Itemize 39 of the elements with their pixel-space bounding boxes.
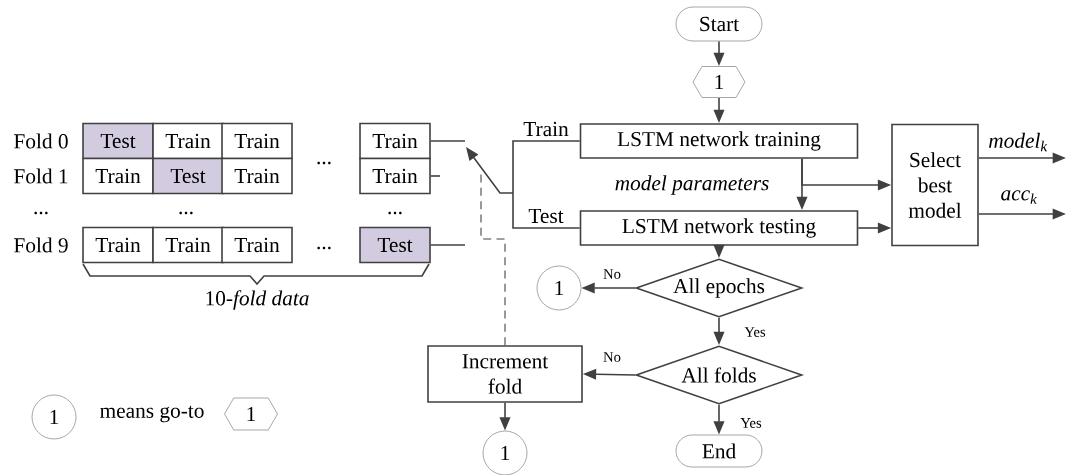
row-label: Fold 1 [14, 168, 68, 184]
edge-label: acc$_{k}$ [999, 188, 1039, 206]
ellipsis: ... [34, 211, 48, 215]
row-label: Fold 9 [14, 237, 68, 253]
connector-hexagon: 1 [692, 66, 746, 98]
edge-label: No [601, 267, 623, 281]
ellipsis: ... [317, 246, 331, 250]
table-cell: Test [359, 226, 431, 264]
table-cell: Test [152, 157, 224, 195]
row-label: Fold 0 [14, 133, 68, 149]
edge-label: Yes [743, 325, 767, 339]
edge-label: No [601, 350, 623, 364]
legend-note: means go-to [100, 405, 204, 423]
table-cell: Train [152, 226, 224, 264]
process-box: LSTM network testing [579, 210, 859, 246]
ellipsis: ... [317, 161, 331, 165]
process-box: Increment fold [427, 345, 583, 403]
terminal-box: Start [675, 6, 763, 42]
table-cell: Train [221, 157, 293, 195]
table-cell: Train [221, 122, 293, 160]
table-cell: Train [359, 122, 431, 160]
process-box: Select best model [891, 123, 979, 247]
table-cell: Train [82, 226, 154, 264]
process-box: LSTM network training [579, 123, 859, 159]
terminal-box: End [675, 434, 763, 468]
connector-hexagon: 1 [224, 397, 278, 431]
table-cell: Train [82, 157, 154, 195]
edge-label: model parameters [613, 174, 771, 196]
brace-label: 10-fold data [206, 290, 309, 310]
table-cell: Train [359, 157, 431, 195]
ellipsis: ... [388, 211, 402, 215]
edge-label: Test [527, 207, 565, 225]
edge-label: Yes [739, 416, 763, 430]
table-cell: Train [221, 226, 293, 264]
ellipsis: ... [179, 211, 193, 215]
edge-label: model$_{k}$ [986, 131, 1050, 153]
table-cell: Train [152, 122, 224, 160]
edge-label: Train [521, 120, 571, 138]
table-cell: Test [82, 122, 154, 160]
